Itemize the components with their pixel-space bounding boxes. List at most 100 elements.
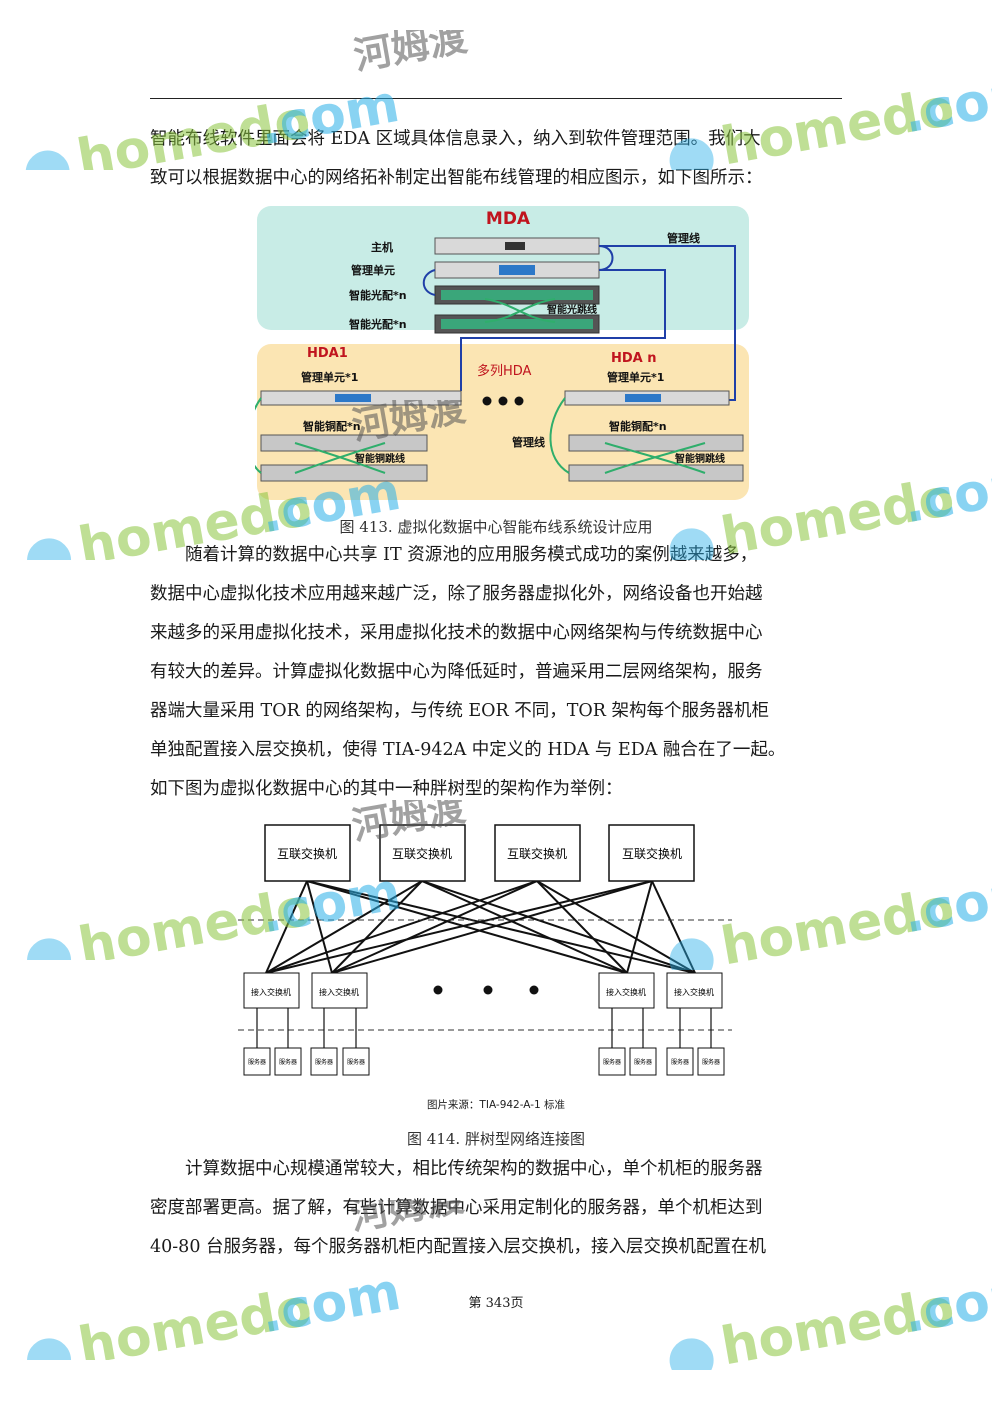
core-switch-label: 互联交换机 xyxy=(392,846,452,861)
mda-host-device xyxy=(434,237,600,255)
access-switch: 接入交换机 xyxy=(666,972,723,1009)
svg-text:homedo: homedo xyxy=(717,878,959,970)
hdan-copper-panel xyxy=(568,434,744,452)
ellipsis-dot xyxy=(482,396,492,406)
flower-logo-icon xyxy=(27,1338,72,1383)
figure-414-source: 图片来源：TIA-942-A-1 标准 xyxy=(426,1099,566,1111)
core-switch: 互联交换机 xyxy=(608,824,695,882)
server: 服务器 xyxy=(666,1047,694,1076)
hda1-copper-panel xyxy=(260,464,428,482)
svg-text:.com: .com xyxy=(899,862,992,945)
figure-414-diagram: 互联交换机 互联交换机 互联交换机 互联交换机 接入交换机 接入交换机 接入交换… xyxy=(238,824,732,1076)
hdan-copper-label: 智能铜配*n xyxy=(609,419,667,433)
text-line: 器端大量采用 TOR 的网络架构，与传统 EOR 不同，TOR 架构每个服务器机… xyxy=(150,701,770,721)
figure-413-caption: 图 413. 虚拟化数据中心智能布线系统设计应用 xyxy=(339,518,653,536)
svg-text:homedo: homedo xyxy=(74,1278,316,1360)
access-switch-label: 接入交换机 xyxy=(251,987,291,997)
text-line: 有较大的差异。计算虚拟化数据中心为降低延时，普遍采用二层网络架构，服务 xyxy=(150,662,763,682)
text-line: 致可以根据数据中心的网络拓补制定出智能布线管理的相应图示，如下图所示： xyxy=(150,168,763,188)
server-label: 服务器 xyxy=(702,1058,720,1066)
hda1-title: HDA1 xyxy=(307,346,348,361)
text-line: 计算数据中心规模通常较大，相比传统架构的数据中心，单个机柜的服务器 xyxy=(185,1159,763,1179)
server: 服务器 xyxy=(274,1047,302,1076)
paragraph-3: 计算数据中心规模通常较大，相比传统架构的数据中心，单个机柜的服务器 密度部署更高… xyxy=(150,1150,842,1267)
mda-mgmt-unit-label: 管理单元 xyxy=(351,263,395,277)
server-label: 服务器 xyxy=(671,1058,689,1066)
text-line: 来越多的采用虚拟化技术，采用虚拟化技术的数据中心网络架构与传统数据中心 xyxy=(150,623,763,643)
access-switch-label: 接入交换机 xyxy=(674,987,714,997)
text-line: 密度部署更高。据了解，有些计算数据中心采用定制化的服务器，单个机柜达到 xyxy=(150,1198,763,1218)
hda1-copper-label: 智能铜配*n xyxy=(303,419,361,433)
server-links xyxy=(256,1008,712,1048)
hdan-copper-panel xyxy=(568,464,744,482)
figure-413-diagram: MDA HDA1 HDA n 多列HDA 主机 管理单元 智能光配*n 智能光配… xyxy=(255,206,749,500)
header-rule xyxy=(150,98,842,99)
core-switch-label: 互联交换机 xyxy=(622,846,682,861)
server: 服务器 xyxy=(697,1047,725,1076)
ellipsis-dot xyxy=(433,985,443,995)
core-switch: 互联交换机 xyxy=(264,824,351,882)
mda-title: MDA xyxy=(486,209,531,229)
flower-logo-icon xyxy=(27,538,72,583)
server-label: 服务器 xyxy=(347,1058,365,1066)
ellipsis-dot xyxy=(514,396,524,406)
hdan-mgmt-screen xyxy=(625,394,661,402)
mda-fiber-panel-label: 智能光配*n xyxy=(349,317,407,331)
access-switch-label: 接入交换机 xyxy=(606,987,646,997)
server-label: 服务器 xyxy=(634,1058,652,1066)
paragraph-1: 智能布线软件里面会将 EDA 区域具体信息录入，纳入到软件管理范围。我们大 致可… xyxy=(150,120,842,198)
mda-fiber-panel-device xyxy=(434,285,600,305)
ellipsis-dot xyxy=(483,985,493,995)
mda-host-label: 主机 xyxy=(371,240,393,254)
hdan-copper-jumper-label: 智能铜跳线 xyxy=(675,452,725,465)
access-switch: 接入交换机 xyxy=(243,972,300,1009)
text-line: 如下图为虚拟化数据中心的其中一种胖树型的架构作为举例： xyxy=(150,779,623,799)
svg-text:河姆渡: 河姆渡 xyxy=(350,30,470,78)
hda1-mgmt-screen xyxy=(335,394,371,402)
mda-mgmt-unit-device xyxy=(434,261,600,279)
mda-fiber-panel-label: 智能光配*n xyxy=(349,288,407,302)
hda1-copper-jumper-label: 智能铜跳线 xyxy=(355,452,405,465)
core-switch: 互联交换机 xyxy=(379,824,466,882)
server: 服务器 xyxy=(310,1047,338,1076)
server: 服务器 xyxy=(243,1047,271,1076)
text-line: 智能布线软件里面会将 EDA 区域具体信息录入，纳入到软件管理范围。我们大 xyxy=(150,129,761,149)
fat-tree-links xyxy=(265,880,696,974)
hda-mgmt-line-label: 管理线 xyxy=(512,435,545,449)
ellipsis-dot xyxy=(498,396,508,406)
multi-hda-label: 多列HDA xyxy=(477,363,532,379)
core-switch: 互联交换机 xyxy=(494,824,581,882)
core-switch-label: 互联交换机 xyxy=(277,846,337,861)
text-line: 数据中心虚拟化技术应用越来越广泛，除了服务器虚拟化外，网络设备也开始越 xyxy=(150,584,763,604)
text-line: 单独配置接入层交换机，使得 TIA-942A 中定义的 HDA 与 EDA 融合… xyxy=(150,740,786,760)
mda-fiber-jumper-label: 智能光跳线 xyxy=(547,303,597,316)
core-switch-label: 互联交换机 xyxy=(507,846,567,861)
mda-fiber-panel-device xyxy=(434,314,600,334)
hda-zone xyxy=(257,344,749,500)
server: 服务器 xyxy=(598,1047,626,1076)
server-label: 服务器 xyxy=(248,1058,266,1066)
access-switch: 接入交换机 xyxy=(598,972,655,1009)
text-line: 40-80 台服务器，每个服务器机柜内配置接入层交换机，接入层交换机配置在机 xyxy=(150,1237,767,1257)
figure-414-caption: 图 414. 胖树型网络连接图 xyxy=(407,1130,585,1148)
flower-logo-icon xyxy=(27,938,72,983)
svg-text:.com: .com xyxy=(899,62,992,145)
server: 服务器 xyxy=(629,1047,657,1076)
paragraph-2: 随着计算的数据中心共享 IT 资源池的应用服务模式成功的案例越来越多， 数据中心… xyxy=(150,536,842,809)
hdan-mgmt-unit-label: 管理单元*1 xyxy=(607,370,664,384)
page-number: 第 343页 xyxy=(468,1296,524,1311)
ellipsis-dot xyxy=(529,985,539,995)
flower-logo-icon xyxy=(25,150,70,195)
server-label: 服务器 xyxy=(315,1058,333,1066)
hda1-mgmt-unit-label: 管理单元*1 xyxy=(301,370,358,384)
hdan-title: HDA n xyxy=(611,351,657,366)
server-label: 服务器 xyxy=(603,1058,621,1066)
access-switch: 接入交换机 xyxy=(311,972,368,1009)
text-line: 随着计算的数据中心共享 IT 资源池的应用服务模式成功的案例越来越多， xyxy=(185,545,758,565)
hda1-copper-panel xyxy=(260,434,428,452)
mgmt-line-label: 管理线 xyxy=(667,231,700,245)
flower-logo-icon xyxy=(669,1338,714,1383)
server: 服务器 xyxy=(342,1047,370,1076)
access-switch-label: 接入交换机 xyxy=(319,987,359,997)
server-label: 服务器 xyxy=(279,1058,297,1066)
